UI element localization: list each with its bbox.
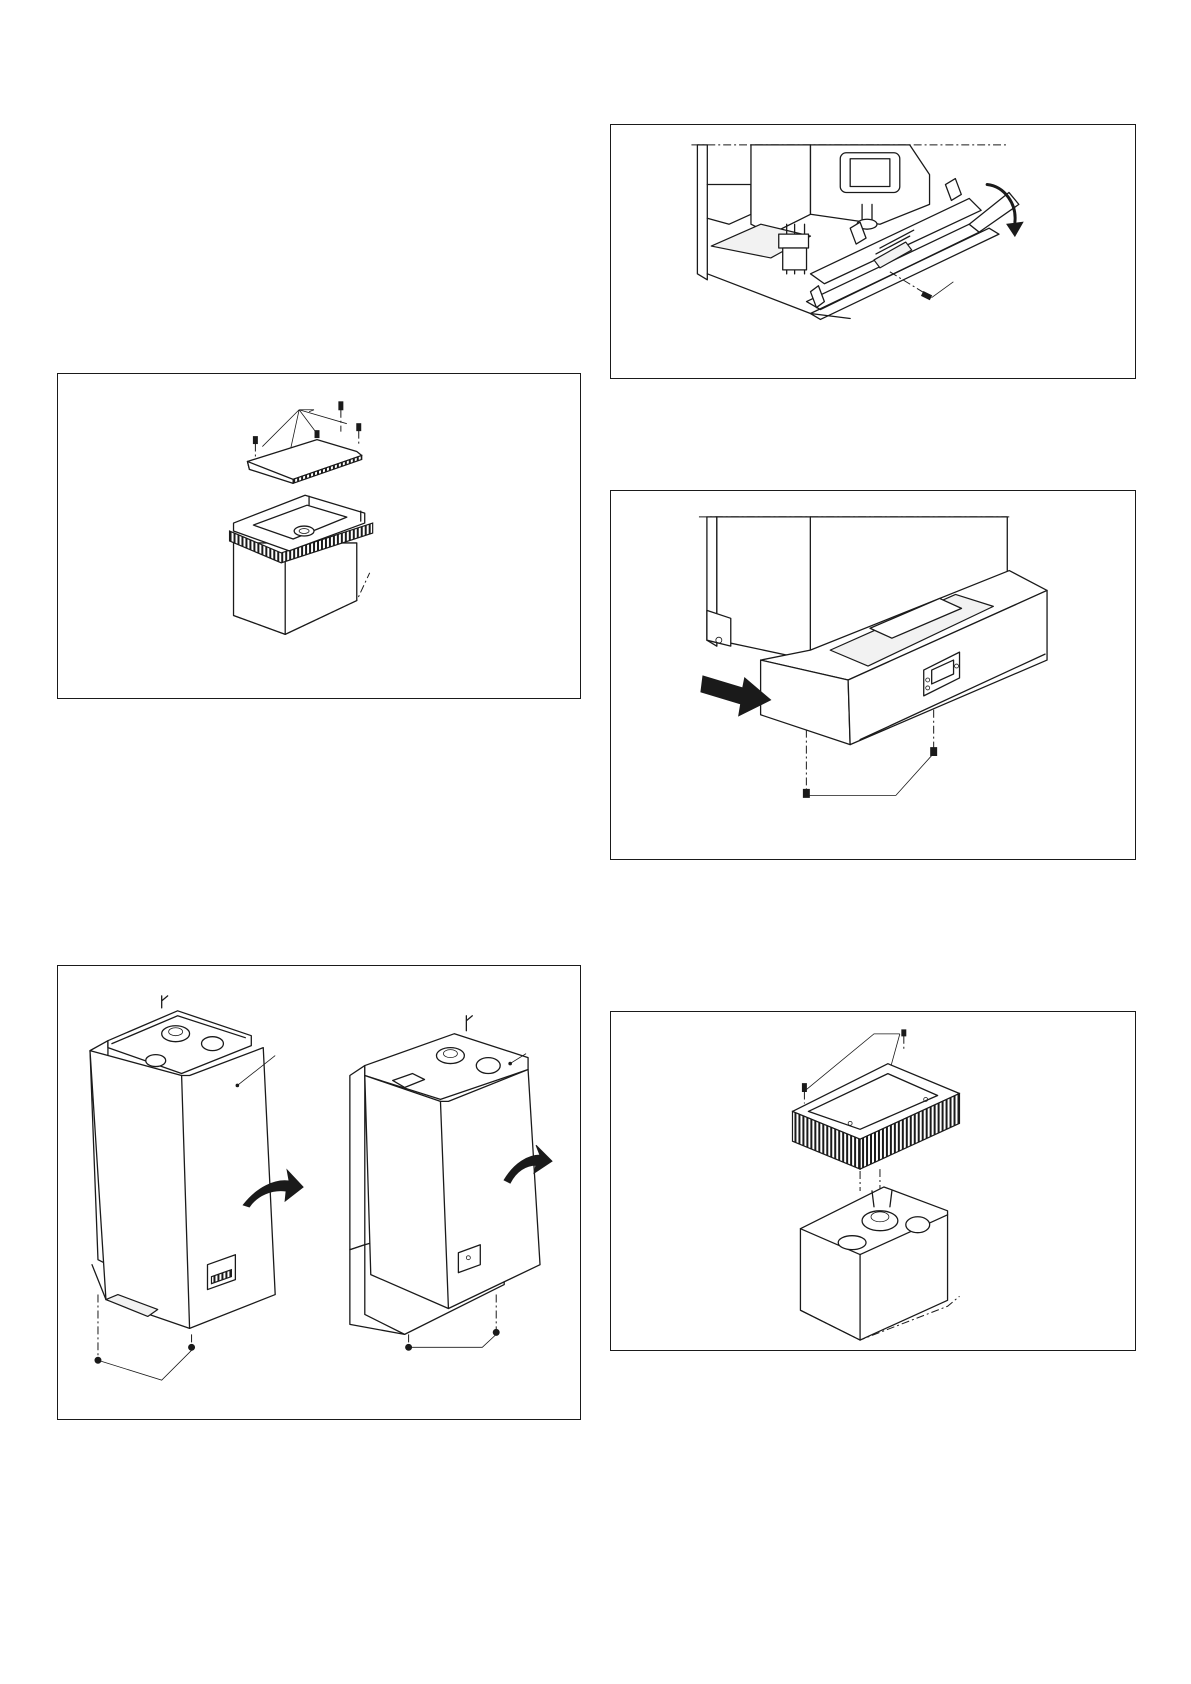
upper-housing-exploded-drawing <box>611 1012 1135 1350</box>
boiler-base <box>800 1187 959 1340</box>
front-casing-exploded-drawing <box>58 966 580 1419</box>
top-cover-exploded-drawing <box>58 374 580 698</box>
boiler-body <box>230 495 373 634</box>
top-cover-plate <box>247 440 361 484</box>
figure-top-cover-removal <box>57 373 581 699</box>
figure-front-casing-removal <box>57 965 581 1420</box>
upper-housing-block <box>792 1064 959 1191</box>
control-panel-exploded-drawing <box>611 491 1135 859</box>
lower-panel-exploded-drawing <box>611 125 1135 378</box>
figure-upper-housing-lift-off <box>610 1011 1136 1351</box>
figure-lower-panel-hinge-down <box>610 124 1136 379</box>
left-boiler <box>90 996 275 1380</box>
right-boiler <box>350 1016 540 1351</box>
figure-control-panel-slide-out <box>610 490 1136 860</box>
screw-icon <box>890 272 953 300</box>
